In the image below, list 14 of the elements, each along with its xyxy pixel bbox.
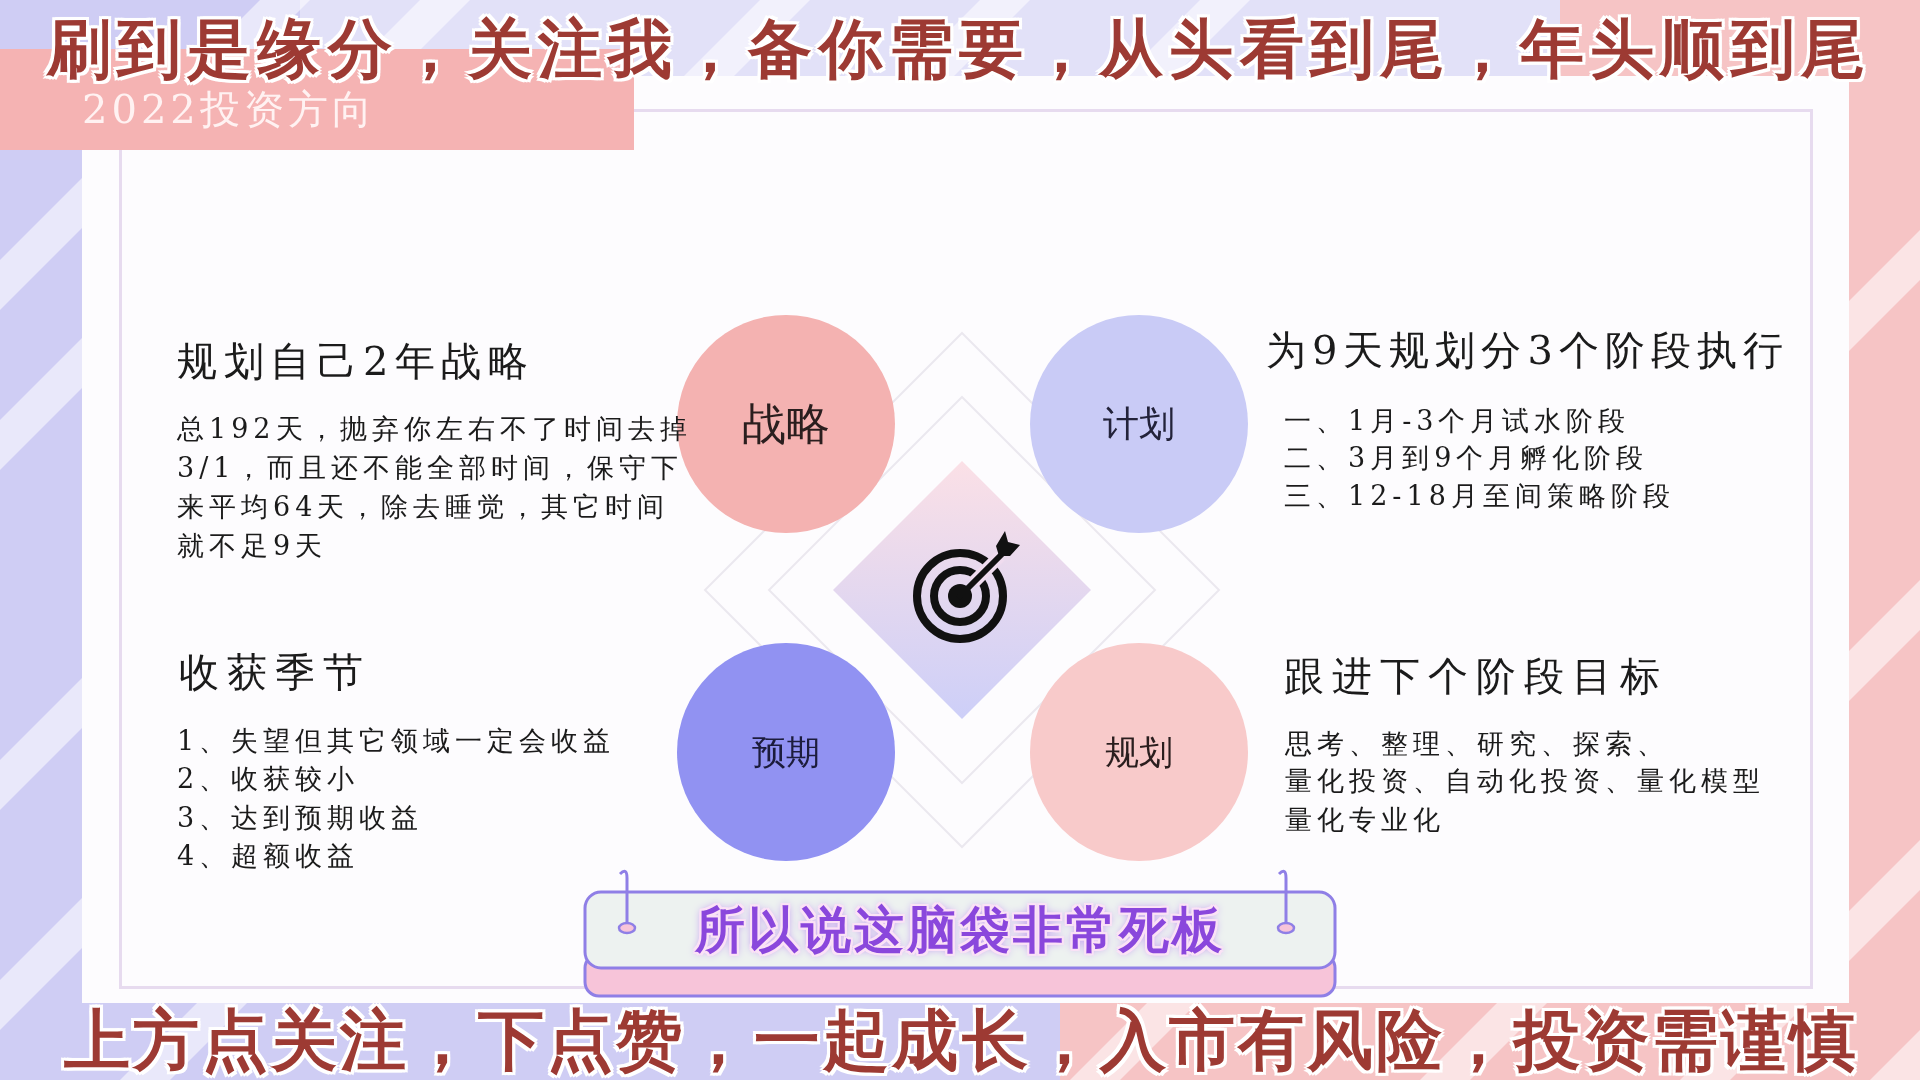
top-caption: 刷到是缘分，关注我，备你需要，从头看到尾，年头顺到尾 — [47, 17, 1871, 81]
section-text: 量化投资、自动化投资、量化模型量化专业化 — [1285, 764, 1766, 837]
section-heading: 为9天规划分3个阶段执行 — [1266, 326, 1789, 374]
list-item: 4、超额收益 — [177, 839, 360, 873]
section-heading: 收获季节 — [179, 648, 371, 696]
list-item: 2、收获较小 — [177, 762, 360, 796]
list-item: 三、12-18月至间策略阶段 — [1284, 479, 1675, 513]
list-item: 3、达到预期收益 — [177, 801, 424, 835]
list-item: 二、3月到9个月孵化阶段 — [1284, 441, 1649, 475]
section-text: 思考、整理、研究、探索、 — [1285, 727, 1669, 761]
section-heading: 跟进下个阶段目标 — [1284, 652, 1668, 700]
list-item: 1、失望但其它领域一定会收益 — [177, 724, 616, 758]
section-heading: 规划自己2年战略 — [177, 337, 535, 385]
list-item: 一、1月-3个月试水阶段 — [1284, 404, 1631, 438]
